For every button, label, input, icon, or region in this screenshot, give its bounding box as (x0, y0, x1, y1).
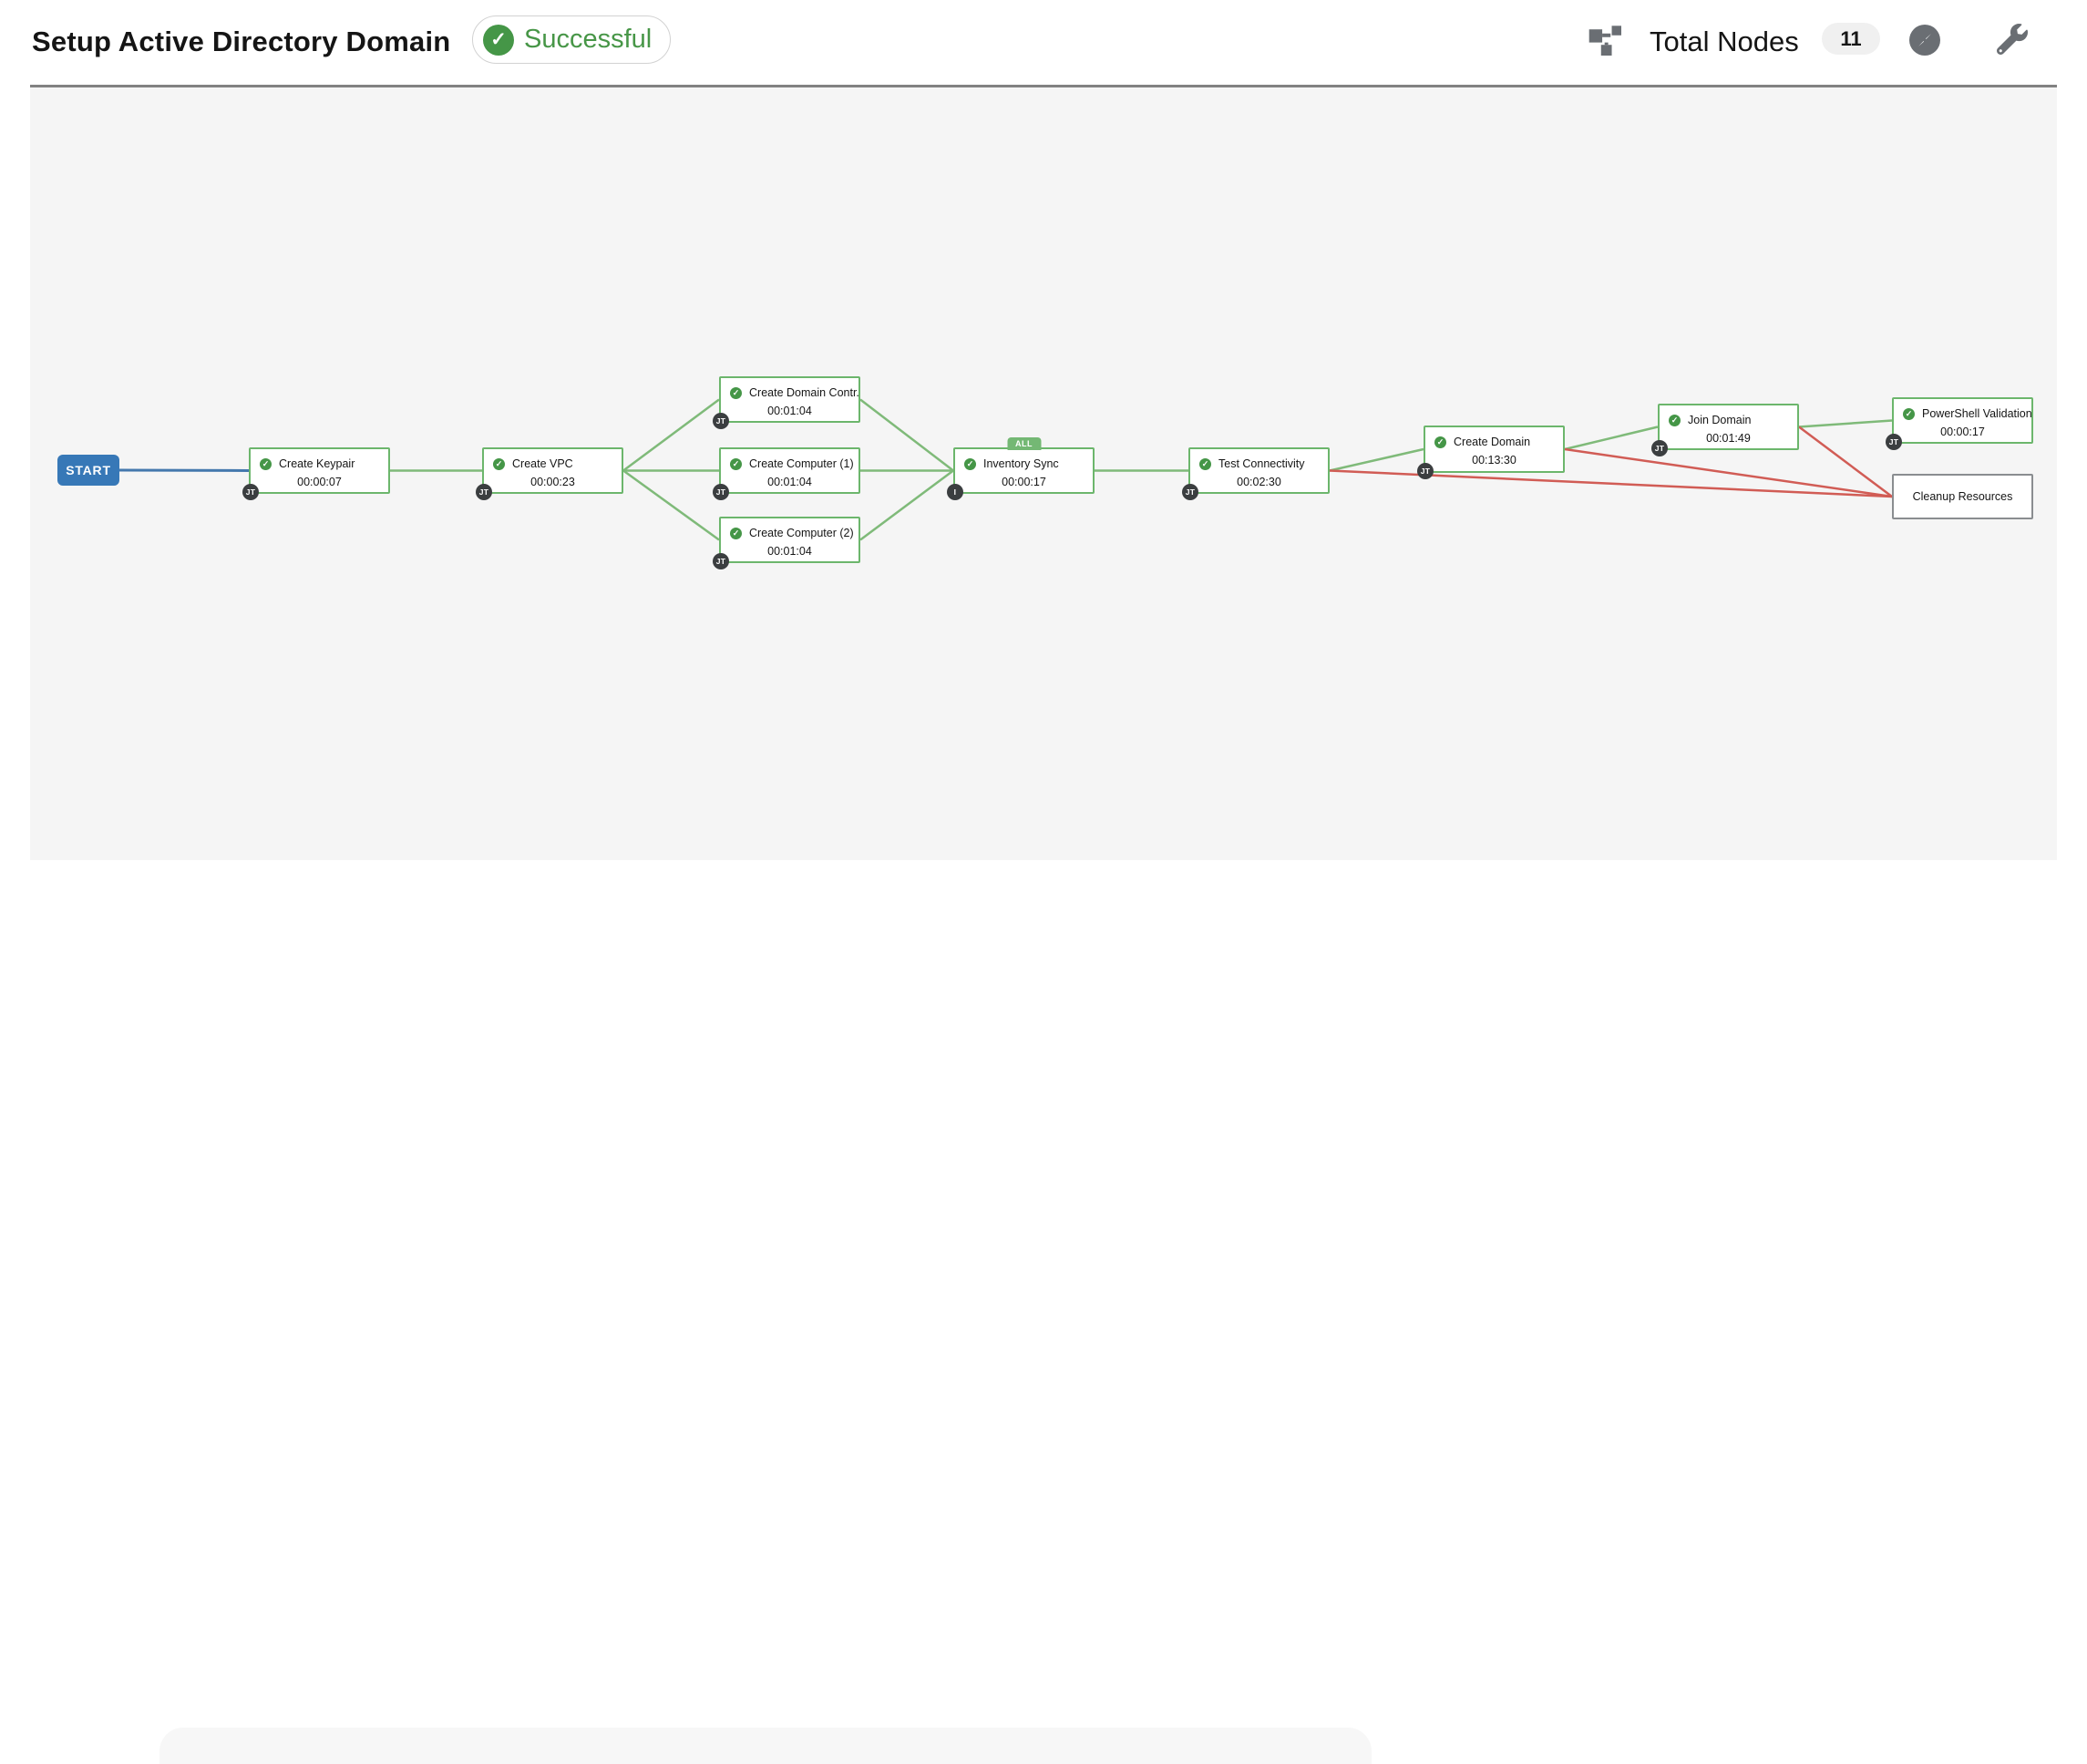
success-check-icon: ✓ (1669, 414, 1681, 426)
success-check-icon: ✓ (730, 527, 742, 539)
total-nodes-count: 11 (1822, 23, 1880, 55)
node-title-row: ✓ Create Computer (2) (721, 518, 858, 539)
all-convergence-badge: ALL (1007, 437, 1041, 450)
node-elapsed-time: 00:00:07 (297, 476, 342, 488)
node-type-badge: JT (1417, 463, 1434, 479)
node-title-row: ✓ Test Connectivity (1190, 449, 1328, 470)
node-type-badge: JT (1886, 434, 1902, 450)
node-elapsed-time: 00:01:04 (767, 476, 812, 488)
node-elapsed-time: 00:00:23 (530, 476, 575, 488)
success-check-icon: ✓ (493, 457, 505, 470)
edge-test-connectivity-to-create-domain[interactable] (1329, 447, 1424, 472)
compass-icon[interactable] (1909, 25, 1940, 56)
node-elapsed-time: 00:02:30 (1237, 476, 1281, 488)
node-title-row: ✓ PowerShell Validation (1894, 399, 2031, 420)
status-label: Successful (524, 25, 653, 54)
success-check-icon: ✓ (260, 457, 272, 470)
check-circle-icon: ✓ (483, 24, 514, 56)
node-elapsed-time: 00:01:04 (767, 545, 812, 558)
node-elapsed-time: 00:00:17 (1940, 426, 1985, 438)
node-title-row: ✓ Create Domain (1425, 427, 1563, 448)
edge-create-domain-to-join-domain[interactable] (1564, 426, 1659, 451)
node-label: Create Keypair (279, 457, 355, 470)
node-label: Join Domain (1688, 414, 1752, 426)
success-check-icon: ✓ (1434, 436, 1446, 448)
node-label: Create Domain (1454, 436, 1531, 448)
node-label: PowerShell Validation (1922, 407, 2031, 420)
edge-create-domain-controller-to-inventory-sync[interactable] (859, 398, 954, 472)
node-elapsed-time: 00:00:17 (1002, 476, 1046, 488)
node-title-row: ✓ Create Computer (1) (721, 449, 858, 470)
success-check-icon: ✓ (730, 457, 742, 470)
node-type-badge: JT (713, 553, 729, 569)
node-elapsed-time: 00:13:30 (1472, 454, 1516, 467)
node-type-badge: JT (713, 413, 729, 429)
bottom-panel-edge (159, 1728, 1372, 1764)
node-type-badge: JT (476, 484, 492, 500)
node-label: Create Computer (2) (749, 527, 854, 539)
node-type-badge: JT (242, 484, 259, 500)
total-nodes-label: Total Nodes (1650, 26, 1799, 57)
node-type-badge: JT (713, 484, 729, 500)
edge-create-computer-2-to-inventory-sync[interactable] (859, 469, 954, 541)
node-elapsed-time: 00:01:49 (1706, 432, 1751, 445)
page-header: Setup Active Directory Domain ✓ Successf… (0, 0, 2087, 85)
page-title: Setup Active Directory Domain (32, 26, 451, 57)
wrench-icon[interactable] (1997, 24, 2028, 55)
node-label: Create Domain Contr... (749, 386, 858, 399)
sitemap-icon (1588, 26, 1621, 56)
success-check-icon: ✓ (1199, 457, 1211, 470)
status-badge: ✓ Successful (472, 15, 672, 64)
node-label: Inventory Sync (983, 457, 1059, 470)
workflow-node-cleanup-resources[interactable]: Cleanup Resources (1892, 474, 2033, 519)
node-type-badge: I (947, 484, 963, 500)
node-label: Test Connectivity (1218, 457, 1305, 470)
success-check-icon: ✓ (730, 386, 742, 399)
edge-start-to-create-keypair[interactable] (118, 468, 250, 472)
start-node[interactable]: START (57, 455, 119, 486)
node-title-row: ✓ Create Keypair (251, 449, 388, 470)
node-label: Create VPC (512, 457, 573, 470)
node-label: Cleanup Resources (1912, 490, 2013, 503)
node-type-badge: JT (1182, 484, 1198, 500)
success-check-icon: ✓ (1903, 407, 1915, 420)
edge-join-domain-to-cleanup-resources[interactable] (1798, 426, 1893, 497)
edge-join-domain-to-powershell-validation[interactable] (1798, 419, 1893, 428)
node-title-row: ✓ Create Domain Contr... (721, 378, 858, 399)
bottom-strip (0, 860, 2087, 1764)
edge-create-vpc-to-create-computer-2[interactable] (622, 469, 720, 541)
node-title-row: ✓ Join Domain (1660, 405, 1797, 426)
node-type-badge: JT (1651, 440, 1668, 456)
edge-create-vpc-to-create-domain-controller[interactable] (622, 398, 720, 472)
node-elapsed-time: 00:01:04 (767, 405, 812, 417)
node-title-row: ✓ Inventory Sync (955, 449, 1093, 470)
success-check-icon: ✓ (964, 457, 976, 470)
node-title-row: ✓ Create VPC (484, 449, 622, 470)
node-label: Create Computer (1) (749, 457, 854, 470)
edge-create-domain-to-cleanup-resources[interactable] (1564, 447, 1893, 498)
